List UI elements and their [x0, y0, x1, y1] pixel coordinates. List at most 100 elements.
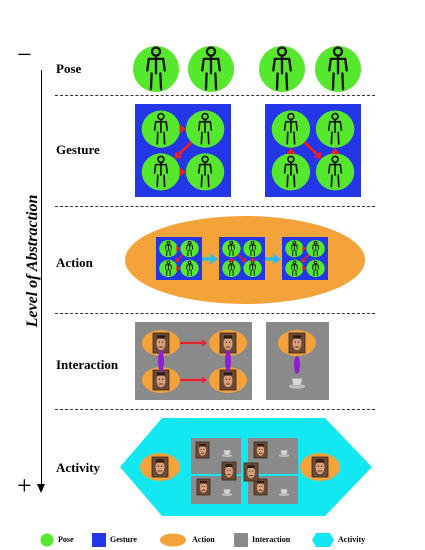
face-eye	[258, 485, 260, 487]
face-photo-icon	[288, 332, 306, 354]
stick-figure-legs	[204, 72, 218, 91]
legend-circle-icon	[40, 533, 54, 547]
pose-node	[222, 259, 241, 277]
stick-figure-legs	[187, 249, 192, 257]
stick-figure-legs	[292, 249, 297, 257]
cup-handle	[286, 450, 289, 454]
stick-figure-arms	[249, 244, 257, 250]
face-eye	[158, 378, 161, 380]
face-skin	[223, 336, 233, 351]
pose-node	[185, 153, 225, 191]
face-hair	[257, 480, 264, 484]
stick-figure-legs	[166, 249, 171, 257]
arrow-shaft	[237, 254, 244, 261]
pose-node	[159, 259, 178, 277]
arrow-head	[273, 253, 281, 265]
stick-figure-arms	[227, 244, 235, 250]
face-eye	[203, 448, 205, 450]
arrow-shaft	[177, 141, 193, 156]
pose-node	[141, 153, 181, 191]
legend-label-interaction: Interaction	[252, 535, 291, 544]
arrow	[174, 254, 184, 263]
face-photo-icon	[311, 456, 329, 478]
face-skin	[247, 466, 255, 479]
stick-figure-legs	[313, 269, 318, 276]
arrow	[176, 245, 181, 252]
pose-node	[222, 240, 241, 258]
level-label-pose: Pose	[56, 61, 82, 76]
stick-figure-legs	[286, 174, 296, 188]
arrow	[179, 124, 186, 134]
stick-figure-arms	[153, 120, 169, 131]
face-photo-icon	[195, 441, 210, 459]
arrow-head	[202, 376, 207, 384]
level-label-interaction: Interaction	[56, 357, 119, 372]
stick-figure-legs	[200, 131, 210, 145]
face-eye	[261, 485, 263, 487]
arrow-head	[313, 151, 322, 159]
arrow	[249, 257, 256, 262]
face-hair	[156, 372, 166, 376]
level-label-activity: Activity	[56, 460, 101, 475]
face-eye	[225, 378, 228, 380]
face-eye	[225, 341, 228, 343]
abstraction-diagram	[120, 46, 372, 516]
interaction-link-purple	[294, 356, 300, 374]
arrow-head	[174, 257, 180, 263]
stick-figure-arms	[146, 57, 166, 72]
arrow	[176, 265, 181, 272]
stick-figure-arms	[283, 120, 299, 131]
stick-figure-legs	[330, 174, 340, 188]
face-eye	[160, 465, 163, 467]
face-skin	[315, 460, 325, 475]
arrow	[286, 147, 296, 155]
stick-figure-legs	[250, 269, 255, 276]
cup-body	[223, 488, 231, 495]
arrow	[174, 141, 193, 159]
cup-handle	[286, 489, 289, 493]
legend-swatch-pose	[40, 533, 54, 547]
stick-figure-arms	[283, 163, 299, 174]
face-eye	[294, 341, 297, 343]
face-photo-icon	[219, 369, 237, 391]
face-eye	[320, 465, 323, 467]
pose-node	[285, 259, 304, 277]
face-hair	[257, 443, 264, 447]
interaction-arrow	[180, 339, 207, 347]
cup-saucer	[288, 384, 306, 389]
face-photo-icon	[219, 332, 237, 354]
legend-swatch-action	[160, 533, 186, 547]
face-eye	[228, 341, 231, 343]
stick-figure-legs	[200, 174, 210, 188]
interaction-link-purple	[158, 350, 164, 372]
level-divider	[55, 313, 375, 314]
pose-node	[243, 240, 262, 258]
coffee-cup-icon	[278, 488, 290, 497]
stick-figure-legs	[156, 174, 166, 188]
stick-figure-arms	[186, 264, 194, 270]
face-eye	[258, 448, 260, 450]
arrow-head	[176, 245, 181, 252]
face-eye	[251, 470, 253, 472]
face-eye	[229, 469, 231, 471]
face-hair	[292, 335, 302, 339]
face-skin	[198, 444, 207, 456]
arrow-head	[249, 257, 256, 262]
pose-node	[315, 46, 361, 92]
arrow-head	[228, 257, 235, 262]
face-hair	[223, 335, 233, 339]
face-eye	[158, 341, 161, 343]
face-hair	[247, 465, 255, 469]
face-photo-icon	[243, 462, 259, 482]
legend-swatch-interaction	[234, 533, 248, 547]
cup-body	[280, 449, 288, 456]
arrow-shaft	[303, 141, 319, 156]
stick-figure-arms	[201, 57, 221, 72]
face-hair	[225, 464, 233, 468]
legend-swatch-gesture	[92, 533, 106, 547]
arrow-head	[176, 265, 181, 272]
stick-figure-arms	[290, 264, 298, 270]
coffee-cup-icon	[221, 449, 233, 458]
face-skin	[155, 460, 165, 475]
face-eye	[249, 470, 251, 472]
